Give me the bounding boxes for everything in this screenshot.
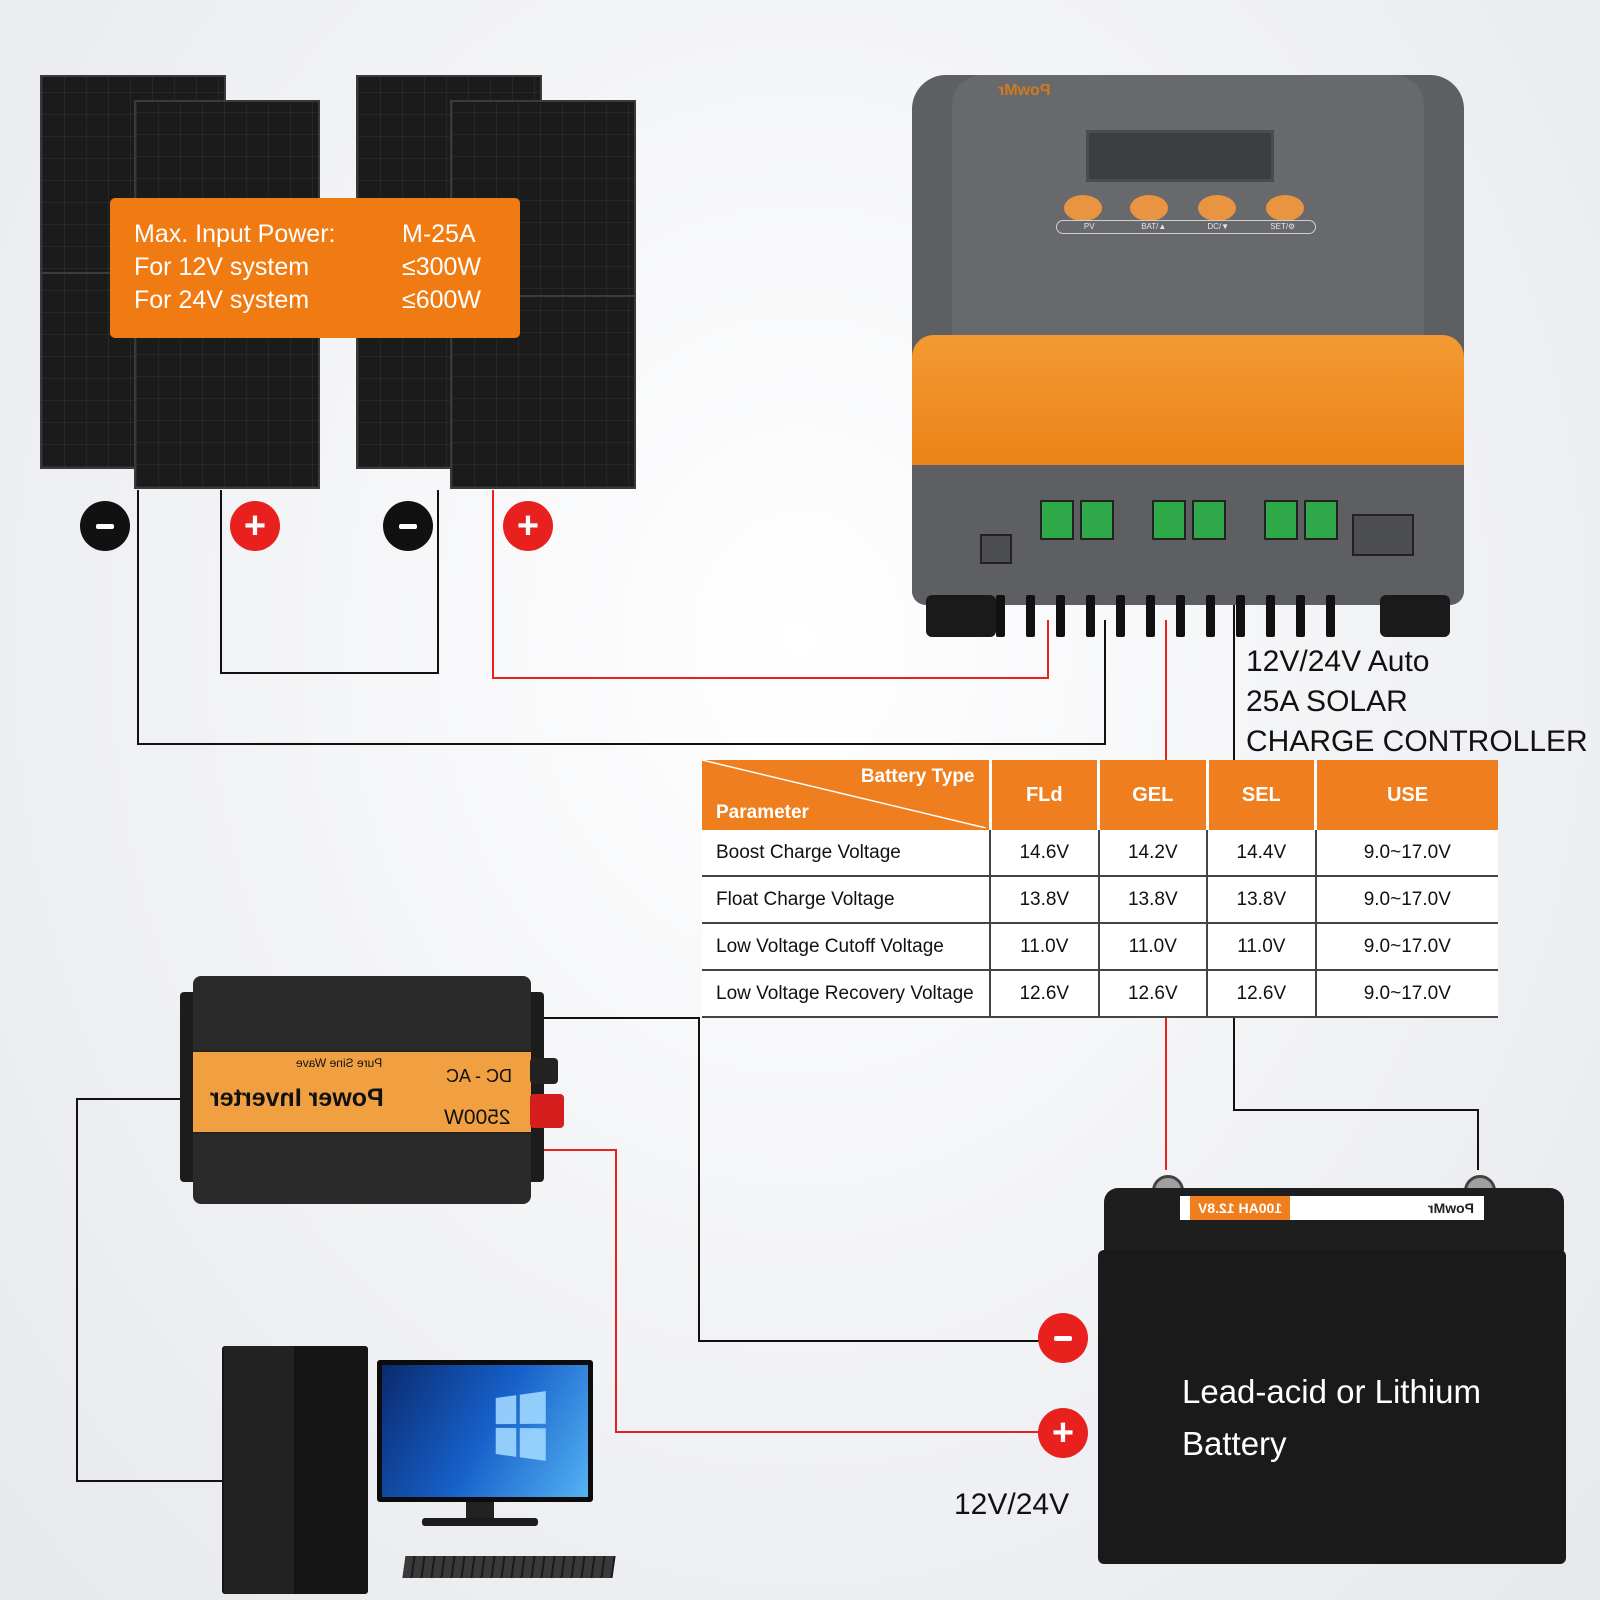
windows-logo-icon (495, 1391, 546, 1461)
table-cell: Boost Charge Voltage (702, 830, 991, 877)
table-cell: 11.0V (1207, 923, 1317, 971)
info-value: ≤600W (402, 286, 482, 314)
lcd-display (1086, 130, 1274, 182)
table-cell: 13.8V (990, 876, 1100, 924)
button-label: PV (1083, 222, 1095, 231)
wire-inv-neg (531, 1017, 1040, 1342)
table-cell: Float Charge Voltage (702, 876, 991, 924)
battery-parameter-table: Battery Type Parameter FLd GEL SEL USE B… (702, 760, 1498, 1018)
max-input-power-box: Max. Input Power: M-25A For 12V system ≤30… (110, 198, 520, 338)
battery-terminal (1152, 500, 1186, 540)
table-cell: 9.0~17.0V (1315, 923, 1498, 971)
table-cell: 9.0~17.0V (1315, 830, 1498, 877)
table-row: Boost Charge Voltage 14.6V 14.2V 14.4V 9… (702, 830, 1498, 877)
button-label: DC/▼ (1207, 222, 1230, 231)
table-cell: 11.0V (1098, 923, 1209, 971)
column-header: SEL (1207, 760, 1318, 830)
table-cell: 13.8V (1098, 876, 1209, 924)
battery-brand: PowMr (1428, 1200, 1474, 1216)
pv-button[interactable] (1064, 195, 1102, 221)
wire-inv-pos (531, 1149, 1040, 1433)
column-header: USE (1315, 760, 1498, 830)
inverter-name: Power Inverter (210, 1084, 384, 1112)
negative-terminal-icon (80, 501, 130, 551)
set-button[interactable] (1266, 195, 1304, 221)
wire-panel4-pos (492, 490, 1049, 679)
info-label: Max. Input Power: (134, 220, 336, 248)
battery-terminal (1192, 500, 1226, 540)
table-row: Float Charge Voltage 13.8V 13.8V 13.8V 9… (702, 876, 1498, 924)
table-cell: 14.2V (1098, 830, 1209, 877)
parameter-header: Parameter (716, 802, 809, 823)
table-row: Low Voltage Recovery Voltage 12.6V 12.6V… (702, 970, 1498, 1018)
table-cell: 12.6V (990, 970, 1100, 1018)
controller-cover (912, 335, 1464, 485)
bat-button[interactable] (1130, 195, 1168, 221)
pc-tower (222, 1346, 368, 1594)
solar-panel (450, 100, 636, 489)
inverter-positive-terminal (530, 1094, 564, 1128)
wire-inv-pc (76, 1098, 235, 1482)
rs232-port (1352, 514, 1414, 556)
column-header: FLd (990, 760, 1101, 830)
table-cell: 14.4V (1207, 830, 1317, 877)
column-header: GEL (1098, 760, 1209, 830)
battery-label: Lead-acid or Lithium Battery (1182, 1373, 1481, 1462)
wire-panel1-neg (137, 490, 1106, 745)
load-terminal (1304, 500, 1338, 540)
inverter-label-band (193, 1050, 531, 1134)
info-label: For 24V system (134, 286, 310, 314)
table-cell: 12.6V (1098, 970, 1209, 1018)
positive-terminal-icon: + (503, 501, 553, 551)
battery-voltage: 12V/24V (954, 1488, 1070, 1521)
table-cell: 13.8V (1207, 876, 1317, 924)
button-labels: PV BAT/▲ DC/▼ SET/⚙ (1056, 220, 1316, 234)
wire-panel-series (220, 490, 439, 674)
table-cell: 9.0~17.0V (1315, 970, 1498, 1018)
negative-terminal-icon (1038, 1313, 1088, 1363)
dc-button[interactable] (1198, 195, 1236, 221)
keyboard (402, 1556, 616, 1578)
table-cell: 12.6V (1207, 970, 1317, 1018)
battery-brand-label: PowMr 100AH 12.8V (1180, 1196, 1484, 1220)
title-line: CHARGE CONTROLLER (1246, 725, 1588, 758)
battery-type-header: Battery Type (860, 766, 975, 787)
title-line: 12V/24V Auto (1246, 645, 1430, 678)
controller-logo: PowMr (998, 82, 1051, 99)
heatsink-fins (930, 595, 1450, 637)
positive-terminal-icon: + (230, 501, 280, 551)
load-terminal (1264, 500, 1298, 540)
battery-rating: 100AH 12.8V (1190, 1196, 1291, 1220)
table-cell: Low Voltage Cutoff Voltage (702, 923, 991, 971)
info-label: For 12V system (134, 253, 310, 281)
table-cell: 9.0~17.0V (1315, 876, 1498, 924)
title-line: 25A SOLAR (1246, 685, 1408, 718)
table-cell: 14.6V (990, 830, 1100, 877)
table-cell: 11.0V (990, 923, 1100, 971)
info-value: M-25A (402, 220, 476, 248)
positive-terminal-icon: + (1038, 1408, 1088, 1458)
inverter-negative-terminal (530, 1058, 558, 1084)
inverter-mode: DC - AC (446, 1066, 513, 1086)
info-value: ≤300W (402, 253, 482, 281)
button-label: BAT/▲ (1141, 222, 1167, 231)
pv-terminal (1040, 500, 1074, 540)
button-label: SET/⚙ (1270, 222, 1296, 231)
monitor (377, 1360, 593, 1502)
table-cell: Low Voltage Recovery Voltage (702, 970, 991, 1018)
controller-title: 12V/24V Auto 25A SOLAR CHARGE CONTROLLER (1246, 642, 1588, 762)
pv-terminal (1080, 500, 1114, 540)
table-row: Low Voltage Cutoff Voltage 11.0V 11.0V 1… (702, 923, 1498, 971)
table-header-row: Battery Type Parameter FLd GEL SEL USE (702, 760, 1498, 830)
temp-sensor-port (980, 534, 1012, 564)
inverter-power: 2500W (444, 1106, 511, 1129)
table-corner-header: Battery Type Parameter (702, 760, 992, 830)
negative-terminal-icon (383, 501, 433, 551)
inverter-type: Pure Sine Wave (296, 1056, 383, 1070)
